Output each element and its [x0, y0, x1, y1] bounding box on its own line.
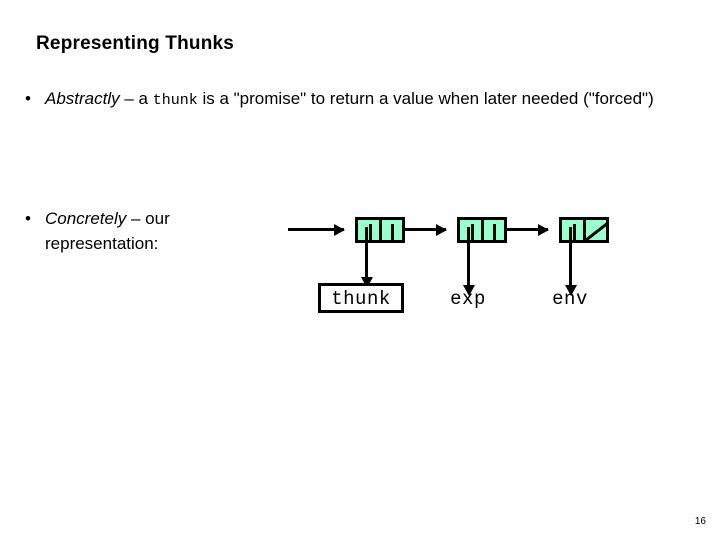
- car-arrow-cell2-to-exp: [462, 227, 475, 296]
- bullet-text-abstractly: Abstractly – a thunk is a "promise" to r…: [45, 86, 685, 113]
- cons-cell-diagram: thunk exp env: [282, 205, 622, 325]
- bullet-item-concretely: • Concretely – our representation:: [25, 206, 275, 256]
- bullet-tail-concretely: representation:: [45, 234, 159, 253]
- bullet-text-concretely: Concretely – our representation:: [45, 206, 275, 256]
- page-number: 16: [694, 516, 706, 527]
- inline-code-thunk: thunk: [152, 92, 198, 109]
- cons-cell-3-divider: [582, 220, 586, 240]
- bullet-item-abstractly: • Abstractly – a thunk is a "promise" to…: [25, 86, 685, 113]
- diagram-label-exp: exp: [450, 288, 486, 310]
- car-arrow-cell1-to-thunk: [360, 227, 373, 288]
- nil-slash-line: [584, 220, 609, 240]
- cons-cell-1-car-pointer-stub: [369, 224, 372, 240]
- bullet-dash-concretely: – our: [126, 209, 170, 228]
- cons-cell-3: [559, 217, 609, 243]
- cons-cell-2-cdr-pointer-stub: [493, 224, 496, 240]
- bullet-marker-icon: •: [25, 209, 31, 228]
- bullet-marker-icon: •: [25, 89, 31, 108]
- cons-cell-1-divider: [378, 220, 382, 240]
- diagram-label-env: env: [552, 288, 588, 310]
- bullet-lead-italic-concretely: Concretely: [45, 209, 127, 228]
- cdr-arrow-cell2-to-cell3: [507, 223, 549, 236]
- bullet-tail-abstractly: is a "promise" to return a value when la…: [197, 89, 654, 108]
- cons-cell-2: [457, 217, 507, 243]
- cons-cell-1-cdr-pointer-stub: [391, 224, 394, 240]
- diagram-label-thunk: thunk: [331, 288, 391, 310]
- cons-cell-2-car-pointer-stub: [471, 224, 474, 240]
- car-arrow-cell3-to-env: [564, 227, 577, 296]
- cons-cell-1: [355, 217, 405, 243]
- bullet-dash-abstractly: – a: [119, 89, 153, 108]
- cdr-arrow-cell1-to-cell2: [405, 223, 447, 236]
- incoming-pointer-arrow: [288, 223, 345, 236]
- bullet-lead-italic-abstractly: Abstractly: [45, 89, 120, 108]
- cons-cell-2-divider: [480, 220, 484, 240]
- thunk-label-box: [318, 283, 404, 313]
- nil-pointer-slash-icon: [584, 220, 609, 240]
- cons-cell-3-car-pointer-stub: [573, 224, 576, 240]
- page-title: Representing Thunks: [36, 33, 235, 54]
